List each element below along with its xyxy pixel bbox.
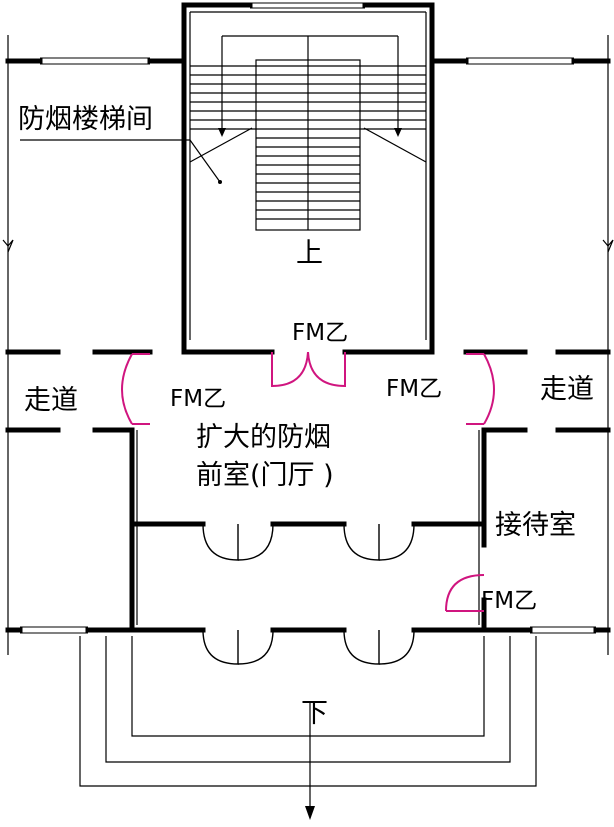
lobby-label-line2: 前室(门厅 ) [196,460,334,491]
exterior-lines [2,35,614,655]
top-windows [5,57,611,65]
stair-flights [189,35,427,231]
fire-door-right-label: FM乙 [386,376,442,402]
stair-label-leader [20,139,222,184]
fire-door-left-label: FM乙 [170,386,226,412]
stair-room-label: 防烟楼梯间 [18,104,153,135]
fire-doors [121,351,495,612]
corridor-left-label: 走道 [24,385,78,416]
reception-label: 接待室 [495,510,576,541]
lobby-walls [5,349,611,634]
fire-door-top-label: FM乙 [292,320,348,346]
lobby-label-line1: 扩大的防烟 [196,422,331,453]
fire-door-reception-label: FM乙 [481,588,537,614]
stair-enclosure [181,2,435,353]
corridor-right-label: 走道 [540,374,594,405]
lobby-doors [202,523,415,665]
entrance-steps [79,636,537,820]
down-label: 下 [301,698,328,729]
up-label: 上 [296,238,323,269]
